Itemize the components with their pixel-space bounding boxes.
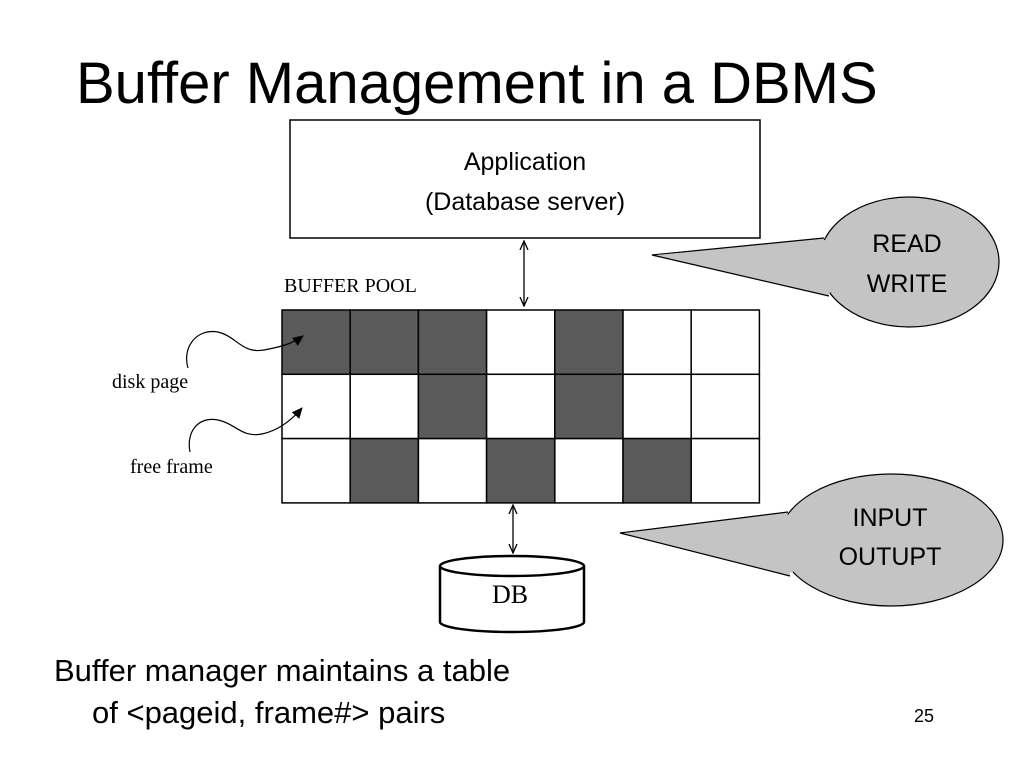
occupied-frame: [417, 309, 488, 376]
free-frame: [485, 373, 556, 440]
db-label: DB: [492, 580, 528, 609]
buffer-pool-label: BUFFER POOL: [284, 275, 417, 297]
occupied-frame: [349, 309, 420, 376]
output-label: OUTUPT: [839, 543, 942, 571]
occupied-frame: [349, 437, 420, 504]
occupied-frame: [485, 437, 556, 504]
db-cylinder: DB: [438, 554, 586, 634]
slide-title: Buffer Management in a DBMS: [76, 51, 878, 116]
free-frame: [690, 437, 761, 504]
free-frame: [690, 309, 761, 376]
free-frame: [622, 309, 692, 376]
read-label: READ: [872, 230, 941, 258]
free-frame-label: free frame: [130, 456, 213, 478]
disk-page-pointer: [186, 330, 304, 369]
free-frame: [281, 437, 351, 504]
free-frame: [349, 373, 420, 440]
read-write-callout: READ WRITE: [651, 196, 1000, 328]
input-output-callout: INPUT OUTUPT: [619, 473, 1004, 607]
free-frame: [622, 373, 692, 440]
write-label: WRITE: [867, 270, 948, 298]
occupied-frame: [554, 309, 624, 376]
caption-line-1: Buffer manager maintains a table: [54, 653, 511, 688]
free-frame: [417, 437, 488, 504]
occupied-frame: [417, 373, 488, 440]
free-frame: [554, 437, 624, 504]
free-frame: [485, 309, 556, 376]
disk-page-label: disk page: [112, 371, 188, 393]
free-frame-pointer: [188, 407, 303, 453]
free-frame: [281, 373, 351, 440]
occupied-frame: [622, 437, 692, 504]
occupied-frame: [554, 373, 624, 440]
application-label: Application: [464, 148, 586, 176]
free-frame: [690, 373, 761, 440]
caption: Buffer manager maintains a table of <pag…: [54, 650, 510, 734]
caption-line-2: of <pageid, frame#> pairs: [92, 695, 446, 730]
input-label: INPUT: [853, 504, 928, 532]
application-box: Application (Database server): [289, 119, 761, 239]
buffer-pool-grid: [281, 309, 761, 504]
database-server-label: (Database server): [425, 188, 625, 216]
page-number: 25: [914, 706, 935, 726]
